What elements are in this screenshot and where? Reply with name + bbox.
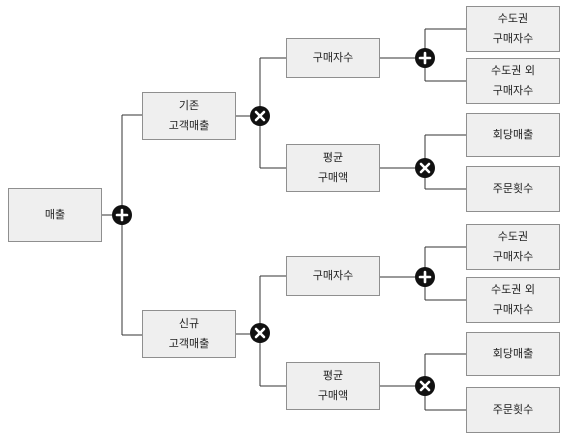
node-existing-metro-buyers: 수도권 구매자수 xyxy=(466,6,560,52)
node-new-nonmetro-buyers: 수도권 외 구매자수 xyxy=(466,277,560,323)
node-new-metro-buyers: 수도권 구매자수 xyxy=(466,224,560,270)
node-new-customer-sales: 신규 고객매출 xyxy=(142,310,236,358)
node-sales: 매출 xyxy=(8,188,102,242)
node-new-buyer-count: 구매자수 xyxy=(286,256,380,296)
node-new-revenue-per-order: 회당매출 xyxy=(466,332,560,376)
plus-operator-existing-buyers xyxy=(415,48,435,68)
plus-operator-root xyxy=(112,205,132,225)
node-existing-nonmetro-buyers: 수도권 외 구매자수 xyxy=(466,58,560,104)
node-new-order-count: 주문횟수 xyxy=(466,387,560,433)
node-existing-order-count: 주문횟수 xyxy=(466,166,560,212)
node-existing-avg-purchase: 평균 구매액 xyxy=(286,144,380,192)
times-operator-existing-avg xyxy=(415,158,435,178)
times-operator-existing xyxy=(250,106,270,126)
node-existing-revenue-per-order: 회당매출 xyxy=(466,113,560,157)
node-existing-buyer-count: 구매자수 xyxy=(286,38,380,78)
node-existing-customer-sales: 기존 고객매출 xyxy=(142,92,236,140)
plus-operator-new-buyers xyxy=(415,267,435,287)
node-new-avg-purchase: 평균 구매액 xyxy=(286,362,380,410)
times-operator-new xyxy=(250,323,270,343)
times-operator-new-avg xyxy=(415,376,435,396)
